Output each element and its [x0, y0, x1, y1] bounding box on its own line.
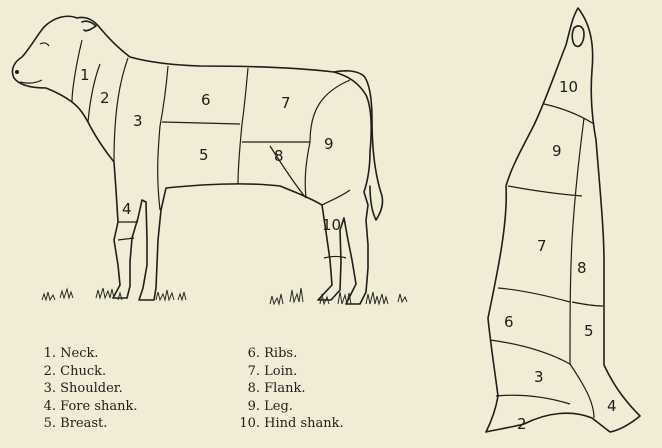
legend-number: 10. [230, 415, 260, 433]
legend-item: 7. Loin. [230, 363, 344, 381]
calf-mouth [20, 80, 42, 83]
legend-label: Fore shank. [60, 399, 137, 414]
legend-left: 1. Neck. 2. Chuck. 3. Shoulder. 4. Fore … [34, 345, 138, 433]
side-bone [572, 26, 584, 46]
legend-number: 2. [34, 363, 56, 381]
side-line-vertical [570, 118, 584, 365]
legend-label: Hind shank. [264, 416, 344, 431]
legend-label: Chuck. [60, 364, 106, 379]
side-outline [486, 8, 640, 432]
side-label-hind-shank: 10 [559, 78, 578, 96]
side-line-6-3 [490, 340, 570, 364]
legend-item: 8. Flank. [230, 380, 344, 398]
side-label-loin: 7 [537, 237, 547, 255]
side-line-8-5 [572, 302, 603, 306]
legend-item: 4. Fore shank. [34, 398, 138, 416]
calf-label-leg: 9 [324, 135, 334, 153]
calf-label-flank: 8 [274, 147, 284, 165]
legend-number: 3. [34, 380, 56, 398]
cut-line-hind-shank-lower [324, 257, 346, 259]
calf-label-fore-shank: 4 [122, 200, 132, 218]
legend-label: Loin. [264, 364, 297, 379]
calf-outline [12, 16, 371, 304]
cut-line-ribs-breast [162, 122, 240, 124]
legend-number: 1. [34, 345, 56, 363]
legend-label: Breast. [60, 416, 107, 431]
legend-item: 3. Shoulder. [34, 380, 138, 398]
cut-line-loin-leg [310, 80, 350, 142]
legend-number: 8. [230, 380, 260, 398]
legend-item: 9. Leg. [230, 398, 344, 416]
side-label-fore-shank: 4 [607, 397, 617, 415]
legend-label: Neck. [60, 346, 98, 361]
side-line-9-7 [508, 186, 582, 196]
side-label-breast: 5 [584, 322, 594, 340]
legend-label: Ribs. [264, 346, 297, 361]
grass-back [270, 288, 407, 304]
calf-nostril [15, 70, 19, 74]
cut-line-chuck-shoulder [114, 58, 128, 162]
legend-item: 2. Chuck. [34, 363, 138, 381]
side-line-7-6 [498, 288, 570, 302]
side-label-chuck: 2 [517, 415, 527, 433]
legend-number: 5. [34, 415, 56, 433]
cut-line-ribs-loin [238, 68, 248, 184]
calf-label-hind-shank: 10 [322, 216, 341, 234]
side-label-ribs: 6 [504, 313, 514, 331]
legend-item: 6. Ribs. [230, 345, 344, 363]
calf-tail [334, 71, 383, 220]
calf-label-neck: 1 [80, 66, 90, 84]
calf-drawing: 1 2 3 4 5 6 7 8 9 10 [12, 16, 407, 304]
cut-line-flank-leg [305, 142, 310, 198]
legend-right: 6. Ribs. 7. Loin. 8. Flank. 9. Leg. 10. … [230, 345, 344, 433]
calf-label-breast: 5 [199, 146, 209, 164]
legend-item: 1. Neck. [34, 345, 138, 363]
legend-item: 5. Breast. [34, 415, 138, 433]
legend-item: 10. Hind shank. [230, 415, 344, 433]
legend-label: Flank. [264, 381, 305, 396]
calf-label-loin: 7 [281, 94, 291, 112]
legend-label: Shoulder. [60, 381, 123, 396]
calf-label-chuck: 2 [100, 89, 110, 107]
legend-number: 6. [230, 345, 260, 363]
side-line-3-4 [570, 364, 594, 418]
side-label-flank: 8 [577, 259, 587, 277]
legend-label: Leg. [264, 399, 293, 414]
side-line-3-2 [496, 395, 570, 404]
calf-label-shoulder: 3 [133, 112, 143, 130]
calf-label-ribs: 6 [201, 91, 211, 109]
side-label-shoulder: 3 [534, 368, 544, 386]
side-line-10-9 [544, 104, 594, 124]
legend-number: 4. [34, 398, 56, 416]
cut-line-hind-shank [322, 190, 350, 205]
cut-line-neck-chuck [88, 64, 100, 122]
carcass-side-drawing: 10 9 7 8 6 5 3 4 2 [486, 8, 640, 433]
calf-eye [40, 43, 49, 46]
legend-number: 7. [230, 363, 260, 381]
legend-number: 9. [230, 398, 260, 416]
side-label-leg: 9 [552, 142, 562, 160]
